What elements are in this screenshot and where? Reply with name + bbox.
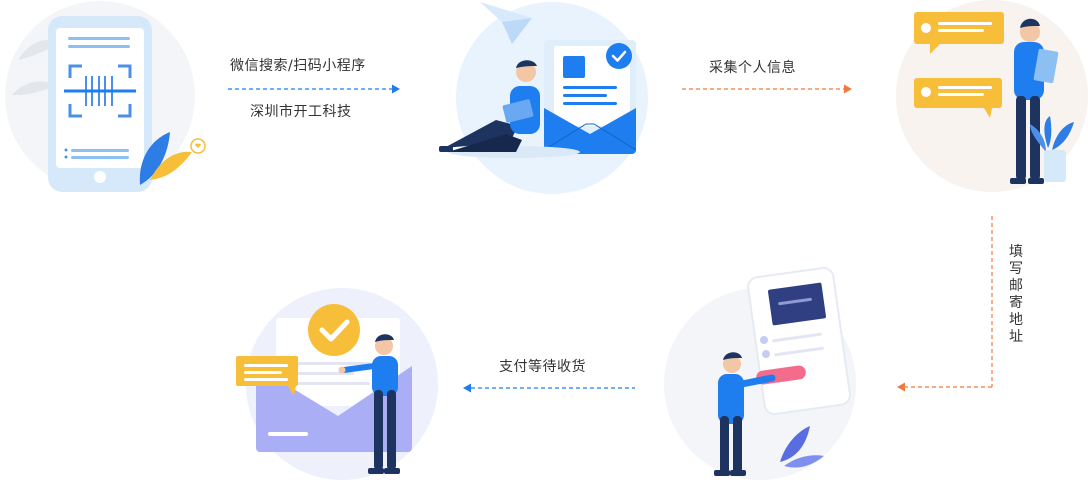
envelope-check-icon: [606, 43, 632, 69]
form-phone-icon: [747, 266, 851, 416]
arrow-step3: [896, 214, 998, 394]
step3-label: 填写邮寄地址: [1009, 244, 1023, 345]
checkmark-icon: [308, 304, 360, 356]
illustration-form-phone: [660, 266, 860, 482]
illustration-order-done: [230, 280, 440, 482]
illustration-chat-person: [880, 0, 1088, 200]
step1-label-line1: 微信搜索/扫码小程序: [230, 58, 366, 74]
arrow-step4: [461, 382, 637, 394]
qr-scan-icon: [68, 64, 132, 118]
step2-label: 采集个人信息: [709, 60, 796, 76]
step1-label-line2: 深圳市开工科技: [250, 104, 352, 120]
illustration-envelope-person: [436, 0, 651, 200]
step4-label: 支付等待收货: [499, 359, 586, 375]
illustration-scan-phone: [0, 0, 215, 200]
arrow-step2: [682, 83, 857, 95]
chat-bubble-icon: [914, 12, 1004, 54]
arrow-step1: [228, 83, 403, 95]
